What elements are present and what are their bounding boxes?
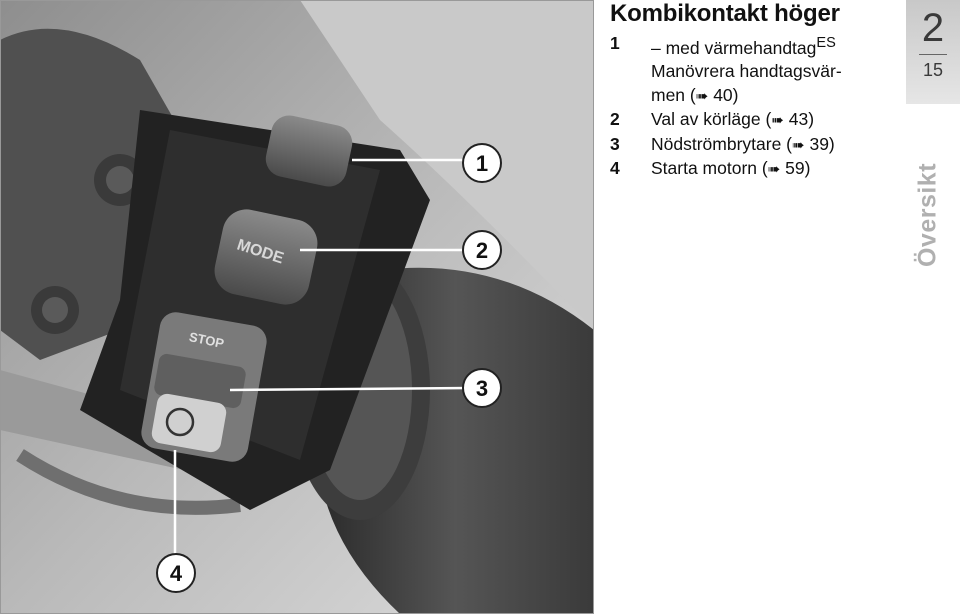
- chapter-number: 2: [921, 6, 945, 50]
- item-text: Starta motorn (: [651, 158, 768, 179]
- reference-arrow-icon: ➠: [771, 112, 784, 130]
- item-page-ref: 40): [713, 84, 739, 105]
- item-text: Val av körläge (: [651, 109, 772, 130]
- svg-text:2: 2: [476, 238, 488, 263]
- item-number: 3: [610, 133, 620, 154]
- chapter-tab: 2 15: [906, 0, 960, 104]
- list-item: 4 Starta motorn (➠ 59): [610, 157, 900, 182]
- item-text: Manövrera handtagsvär-: [651, 61, 842, 82]
- list-item: 3 Nödströmbrytare (➠ 39): [610, 133, 900, 158]
- legend-list: 1 – med värmehandtagES Manövrera handtag…: [610, 32, 900, 182]
- switch-unit-photo: MODE STOP 1 2 3 4: [0, 0, 594, 614]
- item-number: 4: [610, 158, 620, 179]
- callout-1: 1: [462, 143, 502, 183]
- item-text: men (: [651, 84, 696, 105]
- item-number: 2: [610, 109, 620, 130]
- list-item: 1 – med värmehandtagES Manövrera handtag…: [610, 32, 900, 108]
- callout-4: 4: [156, 553, 196, 593]
- tab-divider: [919, 54, 947, 55]
- stop-label: STOP: [188, 329, 226, 351]
- callout-2: 2: [462, 230, 502, 270]
- section-label: Översikt: [913, 162, 942, 268]
- item-page-ref: 43): [788, 109, 815, 130]
- svg-text:3: 3: [476, 376, 488, 401]
- item-text: – med värmehandtag: [651, 37, 817, 58]
- list-item: 2 Val av körläge (➠ 43): [610, 108, 900, 133]
- item-page-ref: 59): [785, 158, 811, 179]
- reference-arrow-icon: ➠: [695, 87, 709, 105]
- item-page-ref: 39): [809, 133, 835, 154]
- reference-arrow-icon: ➠: [792, 136, 805, 154]
- svg-text:1: 1: [476, 151, 488, 176]
- callout-3: 3: [462, 368, 502, 408]
- page-title: Kombikontakt höger: [610, 0, 840, 27]
- item-superscript: ES: [816, 35, 836, 51]
- reference-arrow-icon: ➠: [767, 161, 781, 179]
- item-text: Nödströmbrytare (: [651, 133, 793, 154]
- page-number: 15: [922, 60, 944, 80]
- svg-text:4: 4: [170, 561, 183, 586]
- item-number: 1: [610, 33, 620, 53]
